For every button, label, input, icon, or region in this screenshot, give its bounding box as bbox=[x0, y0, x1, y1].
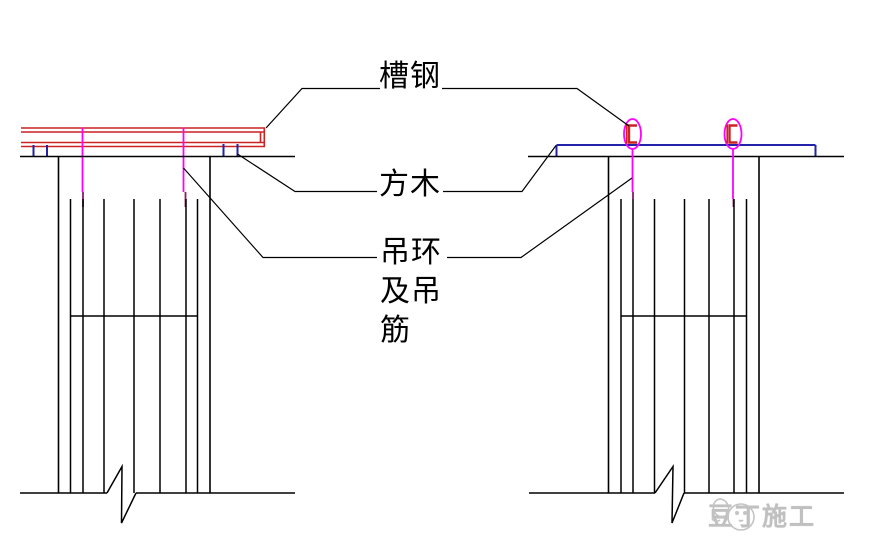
label-lifting-ring-and-bars: 吊环 及吊 筋 bbox=[380, 235, 442, 348]
leader-channel-steel-left bbox=[265, 87, 380, 129]
label-square-timber: 方木 bbox=[379, 167, 441, 202]
channel-steel-sections bbox=[625, 124, 738, 144]
channel-steel-beam bbox=[21, 127, 266, 148]
timber-beam bbox=[555, 144, 817, 156]
leader-lifting-right bbox=[447, 177, 633, 259]
leader-channel-steel-right bbox=[442, 87, 630, 127]
right-ground-line-with-break bbox=[529, 463, 844, 524]
right-pier-structure bbox=[528, 118, 844, 524]
watermark: 豆丁施工 bbox=[708, 497, 816, 533]
douding-chick-icon bbox=[711, 498, 755, 531]
left-pier-edges bbox=[57, 156, 211, 493]
label-channel-steel: 槽钢 bbox=[379, 59, 441, 94]
leader-lifting-left bbox=[183, 167, 377, 259]
right-pier-rebar bbox=[620, 199, 748, 493]
right-pier-edges bbox=[607, 156, 760, 493]
leader-square-timber-left bbox=[237, 153, 377, 193]
left-ground-line-with-break bbox=[20, 463, 295, 524]
hanger-bars-right bbox=[631, 149, 734, 199]
leader-lines bbox=[183, 87, 633, 259]
hanger-bars-right-overlap bbox=[632, 192, 735, 207]
hanger-bars-left bbox=[81, 127, 185, 192]
leader-square-timber-right bbox=[443, 145, 557, 193]
left-pier-rebar bbox=[69, 199, 199, 493]
left-pier-structure bbox=[20, 127, 295, 524]
